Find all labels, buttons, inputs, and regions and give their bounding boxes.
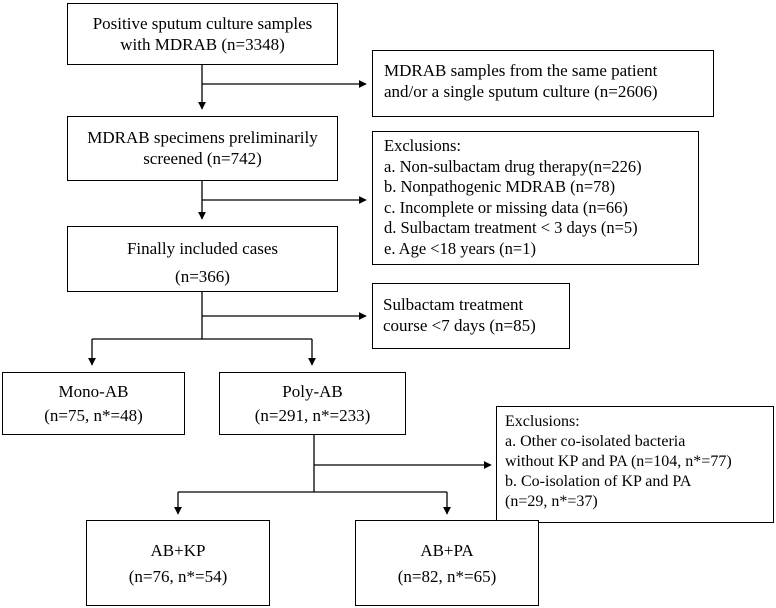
- box-mono-ab: Mono-AB (n=75, n*=48): [2, 372, 185, 435]
- box-line: (n=291, n*=233): [254, 406, 371, 425]
- box-line: (n=29, n*=37): [505, 493, 598, 510]
- box-line: Exclusions:: [505, 413, 580, 430]
- box-line: b. Nonpathogenic MDRAB (n=78): [384, 177, 616, 196]
- box-line: without KP and PA (n=104, n*=77): [505, 453, 732, 470]
- box-line: (n=76, n*=54): [128, 567, 228, 586]
- box-ab-pa: AB+PA (n=82, n*=65): [355, 520, 539, 606]
- box-line: e. Age <18 years (n=1): [384, 238, 536, 258]
- box-poly-ab: Poly-AB (n=291, n*=233): [219, 372, 406, 435]
- box-exclusions-1: Exclusions: a. Non-sulbactam drug therap…: [372, 131, 699, 265]
- box-line: MDRAB samples from the same patient: [384, 61, 658, 80]
- box-positive-samples: Positive sputum culture samples with MDR…: [67, 3, 338, 65]
- box-line: Exclusions:: [384, 136, 461, 155]
- box-line: Poly-AB: [282, 382, 343, 401]
- box-finally-included: Finally included cases (n=366): [67, 226, 338, 292]
- box-line: c. Incomplete or missing data (n=66): [384, 197, 628, 217]
- box-line: Finally included cases: [126, 239, 279, 258]
- box-line: a. Non-sulbactam drug therapy(n=226): [384, 156, 642, 176]
- box-line: AB+KP: [150, 541, 206, 560]
- box-exclusions-2: Exclusions: a. Other co-isolated bacteri…: [496, 406, 774, 523]
- box-line: (n=366): [175, 267, 230, 286]
- box-line: MDRAB specimens preliminarily: [87, 128, 318, 147]
- box-line: b. Co-isolation of KP and PA: [505, 473, 692, 490]
- box-line: course <7 days (n=85): [383, 316, 536, 335]
- box-preliminary-screened: MDRAB specimens preliminarily screened (…: [67, 116, 338, 181]
- box-line: (n=75, n*=48): [44, 406, 143, 425]
- box-line: Mono-AB: [58, 382, 129, 401]
- box-line: Positive sputum culture samples: [92, 14, 313, 33]
- box-line: AB+PA: [420, 541, 474, 560]
- box-ab-kp: AB+KP (n=76, n*=54): [86, 520, 270, 606]
- box-line: a. Other co-isolated bacteria: [505, 433, 686, 450]
- box-same-patient: MDRAB samples from the same patient and/…: [372, 50, 714, 117]
- box-line: with MDRAB (n=3348): [120, 35, 285, 54]
- box-line: and/or a single sputum culture (n=2606): [384, 82, 658, 101]
- box-short-course: Sulbactam treatment course <7 days (n=85…: [372, 283, 570, 349]
- box-line: d. Sulbactam treatment < 3 days (n=5): [384, 218, 638, 237]
- box-line: Sulbactam treatment: [383, 295, 524, 314]
- box-line: screened (n=742): [143, 149, 262, 168]
- box-line: (n=82, n*=65): [397, 567, 497, 586]
